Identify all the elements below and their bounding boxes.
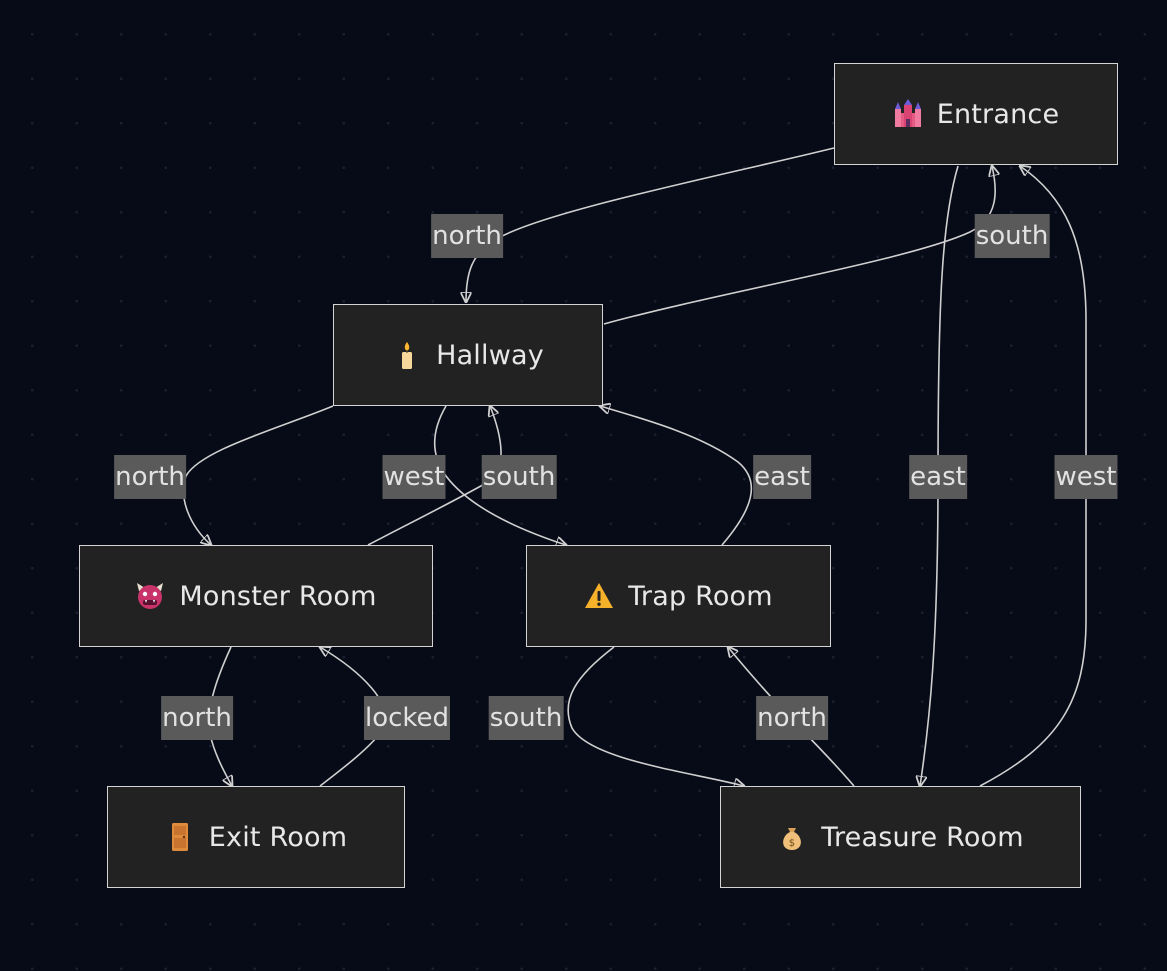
node-entrance-label: Entrance <box>936 98 1060 130</box>
edge-label-trap-treasure: south <box>488 696 564 740</box>
node-exit-room[interactable]: Exit Room <box>107 786 405 888</box>
warning-icon <box>584 581 614 611</box>
edge-label-treasure-trap: north <box>756 696 828 740</box>
edge-trap-hallway <box>600 406 753 546</box>
edge-label-hallway-entrance: south <box>974 214 1050 258</box>
node-treasure-room[interactable]: $ Treasure Room <box>720 786 1081 888</box>
edge-entrance-hallway <box>466 147 835 302</box>
candle-icon <box>392 340 422 370</box>
edge-label-trap-hallway: east <box>753 455 811 499</box>
node-trap-room[interactable]: Trap Room <box>526 545 831 647</box>
door-icon <box>165 822 195 852</box>
edge-label-entrance-hallway: north <box>431 214 503 258</box>
node-exit-room-label: Exit Room <box>208 821 348 853</box>
edge-treasure-entrance <box>979 166 1087 787</box>
edge-hallway-monster <box>182 405 334 545</box>
ogre-icon <box>135 581 165 611</box>
node-hallway[interactable]: Hallway <box>333 304 603 406</box>
edge-label-exit-monster: locked <box>363 696 451 740</box>
node-monster-room-label: Monster Room <box>179 580 377 612</box>
edge-hallway-trap <box>434 405 566 545</box>
edge-hallway-entrance <box>603 166 995 325</box>
edge-label-hallway-trap: west <box>382 455 446 499</box>
edge-label-entrance-treasure: east <box>909 455 967 499</box>
castle-icon <box>893 99 923 129</box>
edge-label-hallway-monster: north <box>114 455 186 499</box>
svg-text:$: $ <box>789 838 796 849</box>
edge-label-treasure-entrance: west <box>1054 455 1118 499</box>
node-entrance[interactable]: Entrance <box>834 63 1118 165</box>
money-bag-icon: $ <box>777 822 807 852</box>
edge-label-monster-hallway: south <box>481 455 557 499</box>
node-monster-room[interactable]: Monster Room <box>79 545 433 647</box>
edge-label-monster-exit: north <box>161 696 233 740</box>
node-hallway-label: Hallway <box>436 339 544 371</box>
node-treasure-room-label: Treasure Room <box>821 821 1024 853</box>
edge-trap-treasure <box>567 646 744 786</box>
node-trap-room-label: Trap Room <box>628 580 773 612</box>
